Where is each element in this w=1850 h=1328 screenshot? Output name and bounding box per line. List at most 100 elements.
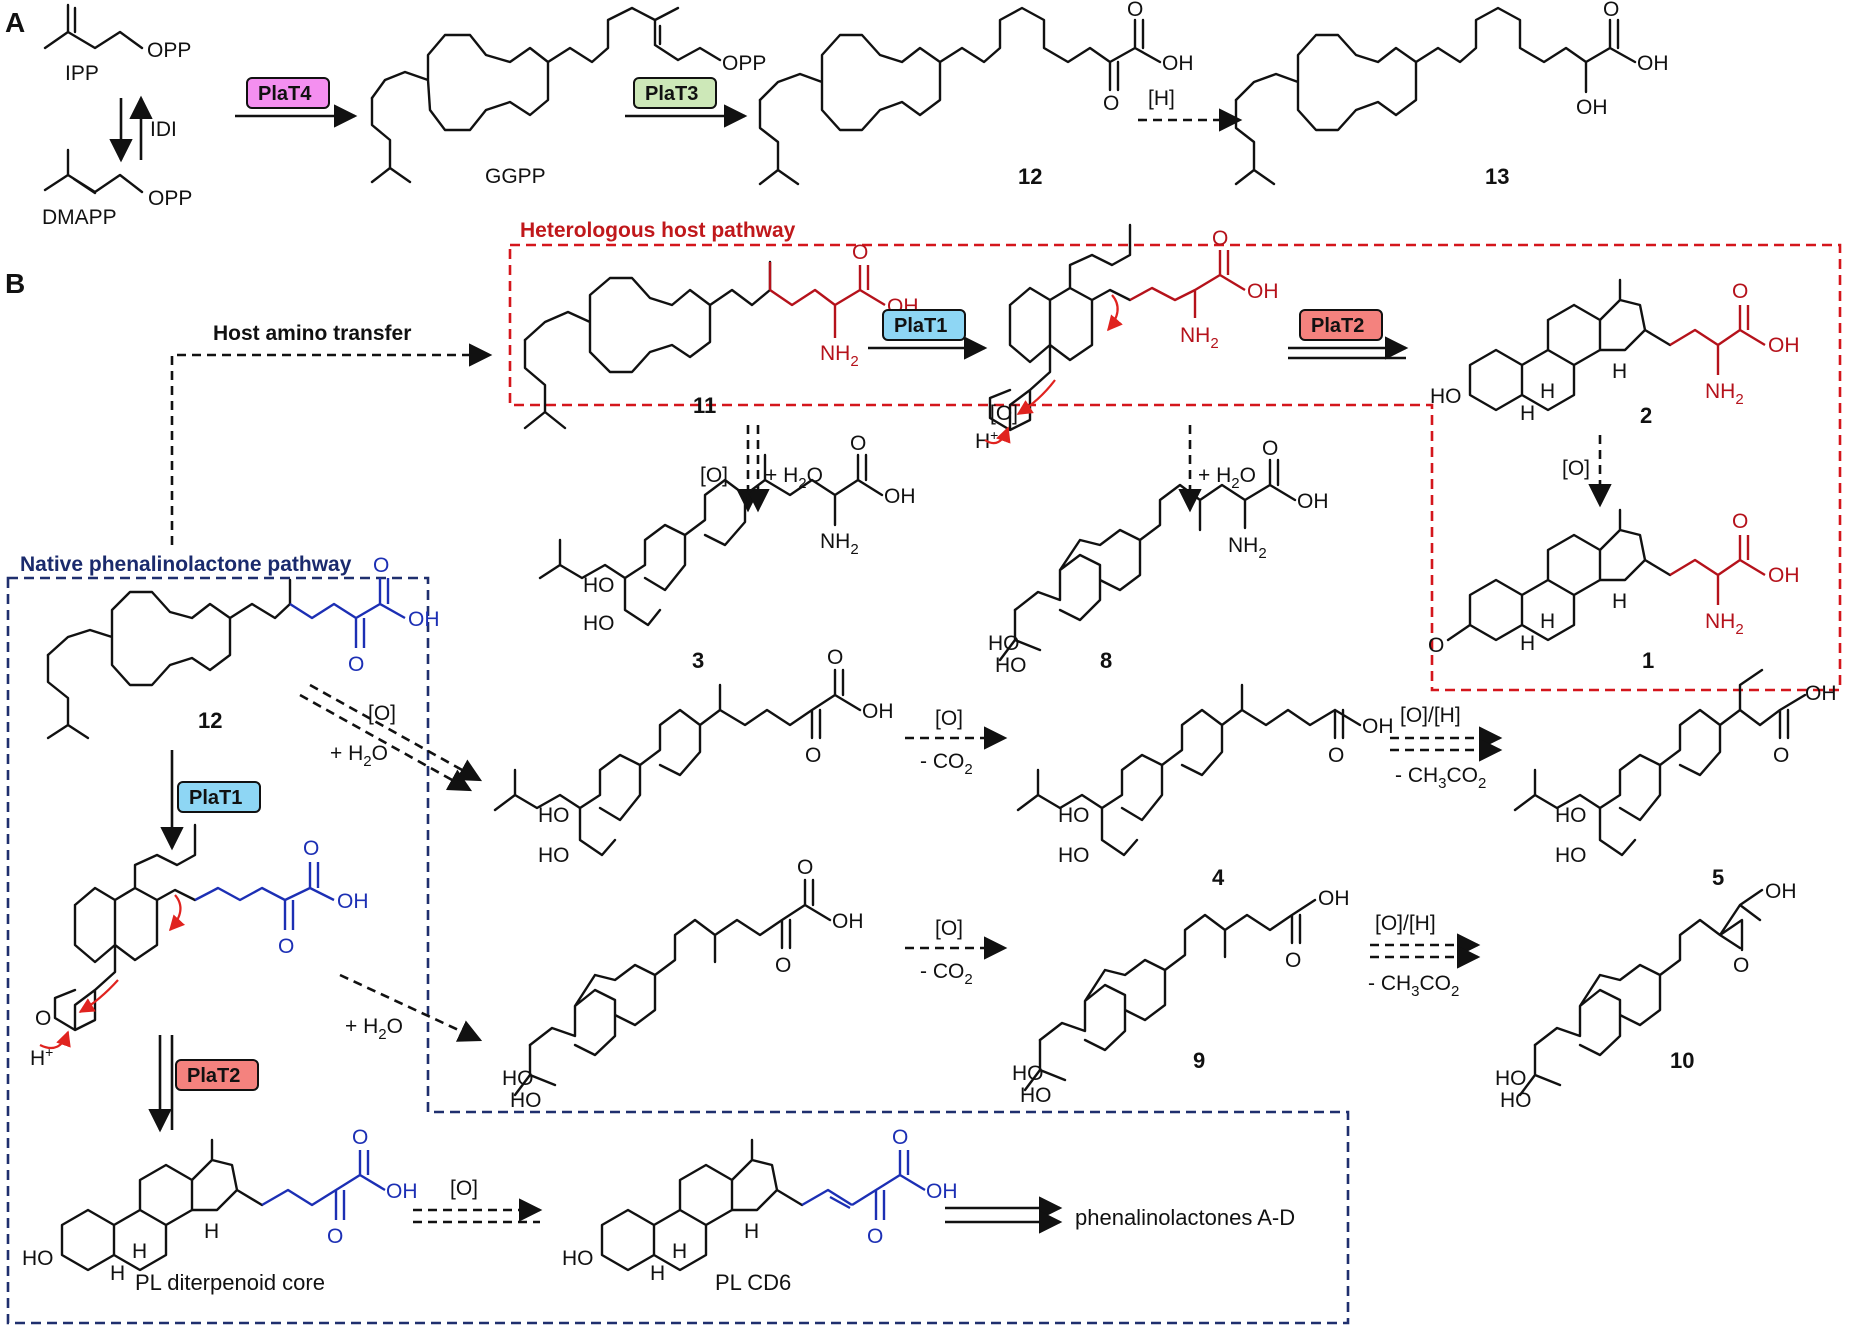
- cd6-o-bot: O: [867, 1225, 883, 1248]
- c1-o: O: [1732, 510, 1748, 533]
- c9-ho-a: HO: [1012, 1062, 1044, 1085]
- c8-ho-a: HO: [988, 632, 1020, 655]
- c1-h-a: H: [1540, 610, 1555, 633]
- core-o-top: O: [352, 1126, 368, 1149]
- ggpp-label: GGPP: [485, 165, 546, 188]
- ep-host-oh: OH: [1247, 280, 1279, 303]
- ro2-ho-b: HO: [510, 1089, 542, 1112]
- c1-nh2: NH2: [1705, 610, 1744, 638]
- c12b-o-bot: O: [348, 653, 364, 676]
- phenalinolactones-label: phenalinolactones A-D: [1075, 1205, 1295, 1230]
- cd6-ho: HO: [562, 1247, 594, 1270]
- keto-acid-diol-2: O OH O HO HO: [502, 856, 864, 1112]
- reduction-step: [H]: [1138, 87, 1243, 132]
- compound-2: O OH NH2 HO H H H 2: [1430, 278, 1800, 428]
- r2-o-label: [O]: [935, 917, 963, 940]
- compound-9-number: 9: [1193, 1048, 1205, 1073]
- dmapp-structure: OPP DMAPP: [42, 148, 192, 229]
- native-side-water-label: + H2O: [330, 742, 388, 770]
- c4-o: O: [1328, 744, 1344, 767]
- c4-ho-b: HO: [1058, 844, 1090, 867]
- platT1-native-badge: [177, 781, 261, 813]
- ep-native-oh: OH: [337, 890, 369, 913]
- c1-oh: OH: [1768, 564, 1800, 587]
- cd6-h-1: H: [672, 1240, 687, 1263]
- c10-ho-a: HO: [1495, 1067, 1527, 1090]
- ro1-o-bot: O: [805, 744, 821, 767]
- c2-oh: OH: [1768, 334, 1800, 357]
- platT2-native-label: PlaT2: [187, 1065, 240, 1087]
- cd6-name: PL CD6: [715, 1270, 791, 1295]
- core-h-3: H: [110, 1262, 125, 1285]
- ipp-opp-label: OPP: [147, 39, 191, 62]
- core-h-1: H: [132, 1240, 147, 1263]
- platT3-step: PlaT3: [625, 77, 748, 128]
- r2-step2-top: [O]/[H]: [1375, 912, 1436, 935]
- oxidation-2-to-1: [O]: [1562, 435, 1612, 508]
- ep-native-h-plus: H+: [30, 1044, 53, 1070]
- c3-oh: OH: [884, 485, 916, 508]
- cd6-oh: OH: [926, 1180, 958, 1203]
- compound-3: O OH NH2 HO HO 3: [538, 432, 916, 673]
- decarboxylation-1: [O] - CO2: [905, 707, 1008, 778]
- c8-o: O: [1262, 437, 1278, 460]
- ro1-ho-a: HO: [538, 804, 570, 827]
- r1-o-label: [O]: [935, 707, 963, 730]
- c13-o-top: O: [1603, 0, 1619, 21]
- platT2-native-badge: [175, 1059, 259, 1091]
- compound-11: O OH NH2 11: [523, 241, 919, 430]
- side-reactions-host: [O] + H2O + H2O: [700, 425, 1256, 513]
- c8-ho-b: HO: [995, 654, 1027, 677]
- ep-host-h-plus: H+: [975, 427, 998, 453]
- epoxide-intermediate-host: O OH NH2 [O] H+: [975, 223, 1279, 453]
- platT1-native-label: PlaT1: [189, 787, 242, 809]
- idi-equilibrium: IDI: [109, 95, 177, 163]
- c4-ho-a: HO: [1058, 804, 1090, 827]
- side-reactions-native-2: + H2O: [339, 973, 483, 1043]
- native-side-water-label-2: + H2O: [345, 1015, 403, 1043]
- c2-h-a: H: [1540, 380, 1555, 403]
- c2-h-c: H: [1520, 402, 1535, 425]
- keto-acid-diol-1: O OH O HO HO: [493, 646, 894, 867]
- platT4-step: PlaT4: [235, 77, 358, 128]
- c3-ho-b: HO: [583, 612, 615, 635]
- compound-2-number: 2: [1640, 403, 1652, 428]
- epoxide-intermediate-native: O OH O O H+: [30, 823, 369, 1070]
- dmapp-label: DMAPP: [42, 206, 117, 229]
- ro2-oh: OH: [832, 910, 864, 933]
- ep-native-o-bot: O: [278, 935, 294, 958]
- compound-10: OH O HO HO 10: [1495, 880, 1797, 1112]
- reduction-label: [H]: [1148, 87, 1175, 110]
- core-h-2: H: [204, 1220, 219, 1243]
- platT3-badge: [633, 77, 717, 109]
- ep-host-nh2: NH2: [1180, 324, 1219, 352]
- core-ho: HO: [22, 1247, 54, 1270]
- panel-a-label: A: [5, 7, 25, 38]
- native-pathway-box: [6, 576, 1350, 1325]
- compound-1: O OH NH2 O H H H 1: [1428, 508, 1800, 673]
- ggpp-structure: OPP GGPP: [370, 6, 766, 188]
- final-step: phenalinolactones A-D: [945, 1196, 1295, 1234]
- ro2-ho-a: HO: [502, 1067, 534, 1090]
- ggpp-opp-label: OPP: [722, 52, 766, 75]
- c10-o: O: [1733, 954, 1749, 977]
- cd6-o-top: O: [892, 1126, 908, 1149]
- side-o-label: [O]: [700, 464, 728, 487]
- dmapp-opp-label: OPP: [148, 187, 192, 210]
- c12a-oh: OH: [1162, 52, 1194, 75]
- platT1-host-badge: [882, 309, 966, 341]
- compound-5-number: 5: [1712, 865, 1724, 890]
- ep-native-o-acid: O: [303, 837, 319, 860]
- c5-oh: OH: [1805, 682, 1837, 705]
- platT4-label: PlaT4: [258, 83, 312, 105]
- c1-h-b: H: [1612, 590, 1627, 613]
- platT1-native-step: PlaT1: [160, 750, 261, 851]
- compound-3-number: 3: [692, 648, 704, 673]
- compound-12-native: O OH O 12: [46, 554, 440, 740]
- c3-nh2: NH2: [820, 530, 859, 558]
- idi-label: IDI: [150, 118, 177, 141]
- side-water-label-11: + H2O: [765, 464, 823, 492]
- compound-12-panel-a: O OH O 12: [758, 0, 1194, 189]
- compound-8-number: 8: [1100, 648, 1112, 673]
- compound-10-number: 10: [1670, 1048, 1694, 1073]
